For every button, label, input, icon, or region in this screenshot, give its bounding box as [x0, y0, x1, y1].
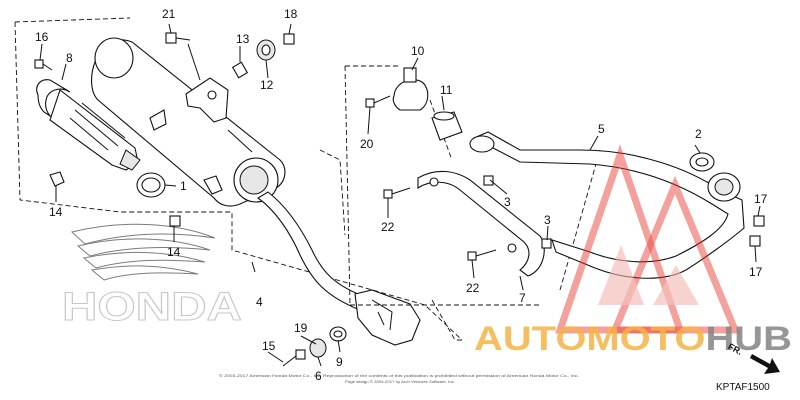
part-label-17-lower: 17 [749, 265, 763, 279]
exhaust-clamp [392, 67, 429, 111]
part-label-19: 19 [294, 321, 308, 335]
band-clip [203, 175, 223, 195]
part-label-13: 13 [236, 32, 250, 46]
clip-small [149, 109, 167, 131]
part-label-15: 15 [262, 339, 276, 353]
part-label-10: 10 [411, 44, 425, 58]
exhaust-joint-gasket [431, 111, 463, 141]
collar-13 [231, 61, 249, 79]
part-label-9: 9 [336, 355, 343, 369]
part-label-3-upper: 3 [504, 195, 511, 209]
nut-3-upper [483, 175, 494, 186]
copyright-line-2: Page design © 2004-2017 by Arch Ventures… [345, 379, 455, 384]
bolt-16 [34, 59, 53, 71]
honda-wing-logo: HONDA [62, 223, 243, 330]
part-label-12: 12 [260, 78, 274, 92]
watermark-hub: HUB [705, 320, 792, 358]
copyright-line-1: © 2003-2017 American Honda Motor Co., In… [219, 373, 579, 378]
part-label-11: 11 [440, 83, 453, 97]
diagram-code: KPTAF1500 [716, 382, 770, 393]
part-label-4: 4 [256, 295, 263, 309]
exhaust-port-gasket [689, 152, 715, 172]
part-label-18: 18 [284, 7, 298, 21]
part-label-14-left: 14 [49, 205, 63, 219]
watermark-moto: MOTO [586, 320, 705, 358]
nut-14-lower [169, 215, 181, 227]
bolt-15 [282, 349, 306, 367]
muffler-assembly-boundary [14, 17, 463, 341]
part-label-14-center: 14 [167, 245, 181, 259]
nut-3-lower [541, 238, 552, 249]
exhaust-header-pipe [469, 131, 745, 279]
bolt-22-upper [383, 187, 411, 199]
part-label-3-lower: 3 [544, 213, 551, 227]
bolt-22-lower [467, 249, 497, 261]
part-label-2: 2 [695, 127, 702, 141]
bolt-21 [165, 32, 191, 44]
nut-18 [283, 33, 295, 45]
nut-14-upper [49, 171, 65, 187]
part-label-5: 5 [598, 122, 605, 136]
nut-17-lower [749, 235, 761, 247]
part-label-21: 21 [162, 7, 176, 21]
part-label-20: 20 [360, 137, 374, 151]
bolt-20 [365, 95, 391, 108]
collar-9 [329, 326, 347, 342]
rubber-12 [256, 39, 276, 61]
nut-17-upper [753, 215, 765, 227]
part-label-16: 16 [35, 30, 49, 44]
part-label-22-upper: 22 [381, 220, 395, 234]
exhaust-pipe-assembly-boundary [344, 65, 601, 306]
muffler-mount-bracket [185, 77, 229, 123]
part-label-8: 8 [66, 51, 73, 65]
muffler [91, 37, 286, 207]
part-label-17-upper: 17 [754, 192, 768, 206]
leader-lines [39, 23, 761, 367]
watermark-auto: AUTO [474, 320, 586, 358]
part-label-6: 6 [315, 369, 322, 383]
honda-wordmark: HONDA [62, 285, 242, 329]
exhaust-pipe [256, 191, 421, 346]
tailpipe-insert [36, 79, 141, 171]
part-label-22-lower: 22 [466, 281, 480, 295]
exhaust-pipe-protector [417, 170, 545, 277]
part-label-7: 7 [519, 291, 526, 305]
part-label-1: 1 [180, 179, 187, 193]
